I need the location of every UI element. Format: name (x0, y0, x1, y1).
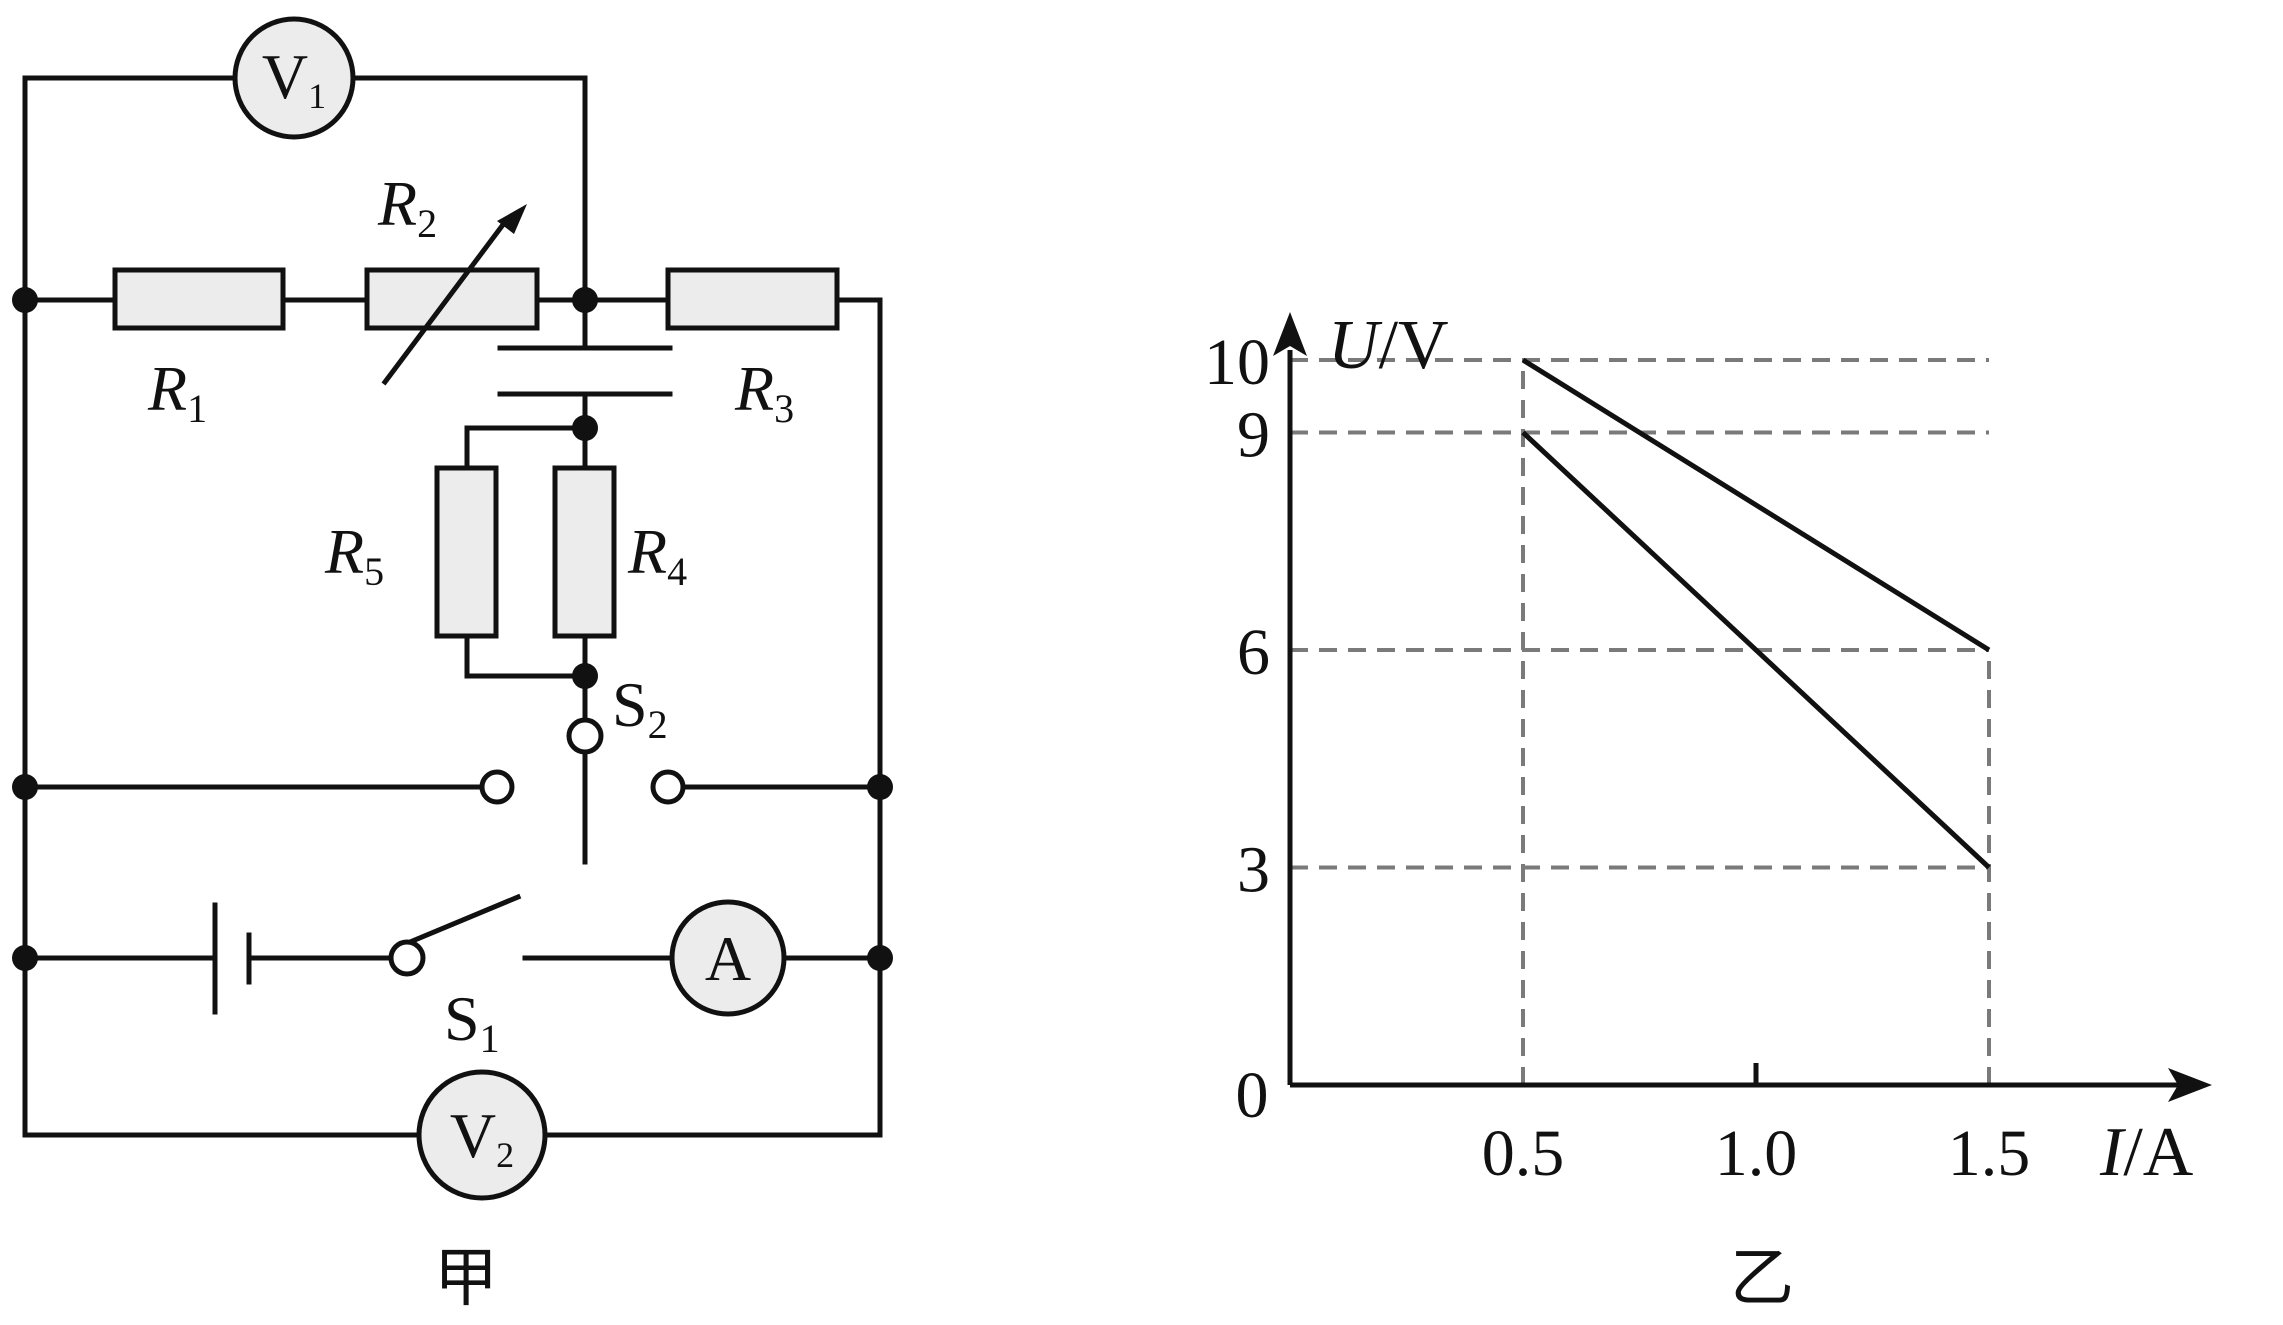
voltmeter-v1 (232, 16, 356, 140)
resistor-r2-label: R2 (377, 168, 437, 246)
switch-s2-label: S2 (612, 669, 668, 747)
junction-node (572, 663, 598, 689)
tick-labels: 0.5 1.0 1.5 109 6 3 (1204, 326, 2030, 1190)
s2-right-terminal (650, 769, 686, 805)
x-tick-label: 1.5 (1948, 1117, 2031, 1190)
data-series (1521, 357, 1991, 870)
series-line-1 (1521, 357, 1991, 653)
rheostat-arrow-line (381, 218, 509, 386)
s2-left-terminal (479, 769, 515, 805)
graph-caption: 乙 (1730, 1243, 1794, 1314)
junction-node (572, 287, 598, 313)
junction-node (572, 415, 598, 441)
resistor-r3-label: R3 (734, 353, 794, 431)
resistor-r5-label: R5 (324, 516, 384, 594)
voltmeter-v2 (416, 1069, 548, 1201)
y-tick-label: 10 (1204, 326, 1270, 399)
rheostat-arrow-head (497, 204, 527, 234)
junction-node (12, 774, 38, 800)
series-line-2 (1521, 430, 1991, 870)
resistor-r1-label: R1 (147, 353, 207, 431)
u-i-graph: 0.5 1.0 1.5 109 6 3 0 U/V I/A 乙 (1204, 307, 2212, 1314)
s2-pivot-terminal (566, 717, 604, 755)
y-tick-label: 9 (1237, 399, 1270, 472)
origin-label: 0 (1236, 1059, 1269, 1132)
s1-pivot-terminal (388, 939, 426, 977)
voltmeter-v1-label: V1 (262, 41, 326, 116)
guide-lines (1290, 358, 1991, 1085)
x-tick-label: 0.5 (1482, 1117, 1565, 1190)
junction-node (867, 774, 893, 800)
resistor-r4 (552, 465, 617, 639)
resistor-r1 (112, 267, 286, 331)
resistor-r2 (364, 267, 540, 331)
junction-node (867, 945, 893, 971)
resistor-r3 (665, 267, 840, 331)
resistor-r5 (434, 465, 499, 639)
circuit-diagram: V1 A V2 R1 R2 R3 R5 R4 S2 S1 甲 (12, 16, 893, 1314)
y-tick-label: 3 (1237, 834, 1270, 907)
switch-s1-label: S1 (444, 983, 500, 1061)
circuit-caption: 甲 (434, 1243, 498, 1314)
s1-blade (406, 893, 522, 946)
voltmeter-v2-label: V2 (450, 1100, 514, 1175)
x-axis-arrow-icon (2168, 1068, 2212, 1102)
ammeter-label: A (705, 923, 751, 994)
ammeter-a (669, 899, 787, 1017)
y-axis-label: U/V (1328, 307, 1449, 384)
junction-node (12, 287, 38, 313)
resistor-r4-label: R4 (627, 516, 687, 594)
x-axis-label: I/A (2099, 1114, 2194, 1191)
junction-node (12, 945, 38, 971)
y-tick-label: 6 (1237, 616, 1270, 689)
x-tick-label: 1.0 (1715, 1117, 1798, 1190)
y-axis-arrow-icon (1273, 312, 1307, 356)
